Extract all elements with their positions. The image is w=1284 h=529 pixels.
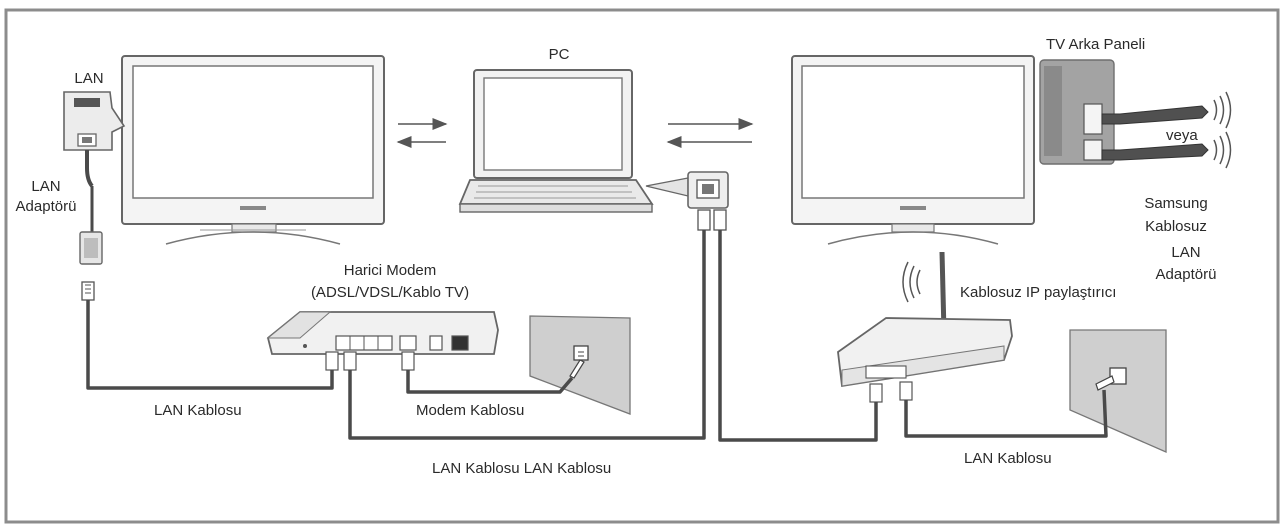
tv-icon <box>121 55 385 245</box>
wifi-signal-icon <box>1213 91 1232 169</box>
or-label: veya <box>1166 127 1198 144</box>
lan-cable-label-right: LAN Kablosu <box>964 450 1052 467</box>
lan-port-callout <box>645 171 729 231</box>
samsung-adapter-label-line1: Samsung <box>1144 195 1208 212</box>
tv-back-panel <box>1039 59 1115 165</box>
lan-cable-label-middle: LAN Kablosu LAN Kablosu <box>432 460 612 477</box>
bidirectional-arrows-right <box>666 118 754 148</box>
router-icon <box>837 251 1013 403</box>
modem-icon <box>266 311 499 371</box>
wall-socket-icon <box>1069 329 1167 453</box>
lan-cable-label-left: LAN Kablosu <box>154 402 242 419</box>
cables <box>86 230 1108 442</box>
samsung-adapter-label-line4: Adaptörü <box>1155 266 1217 283</box>
samsung-adapter-label-line3: LAN <box>1171 244 1201 261</box>
laptop-icon <box>458 69 654 213</box>
usb-dongle-icon <box>1101 105 1209 161</box>
lan-label: LAN <box>74 70 104 87</box>
lan-adapter-icon <box>63 91 126 301</box>
pc-label: PC <box>548 46 570 63</box>
wall-socket-icon <box>529 315 631 415</box>
external-modem-label-line1: Harici Modem <box>343 262 437 279</box>
lan-adapter-label-line2: Adaptörü <box>15 198 77 215</box>
tv-icon <box>791 55 1035 245</box>
samsung-adapter-label-line2: Kablosuz <box>1145 218 1207 235</box>
bidirectional-arrows-left <box>396 118 448 148</box>
lan-adapter-label-line1: LAN <box>31 178 61 195</box>
wireless-ip-sharer-label: Kablosuz IP paylaştırıcı <box>960 284 1117 301</box>
external-modem-label-line2: (ADSL/VDSL/Kablo TV) <box>310 284 470 301</box>
tv-back-panel-label: TV Arka Paneli <box>1046 36 1146 53</box>
modem-cable-label: Modem Kablosu <box>416 402 525 419</box>
wifi-signal-icon <box>902 261 921 303</box>
